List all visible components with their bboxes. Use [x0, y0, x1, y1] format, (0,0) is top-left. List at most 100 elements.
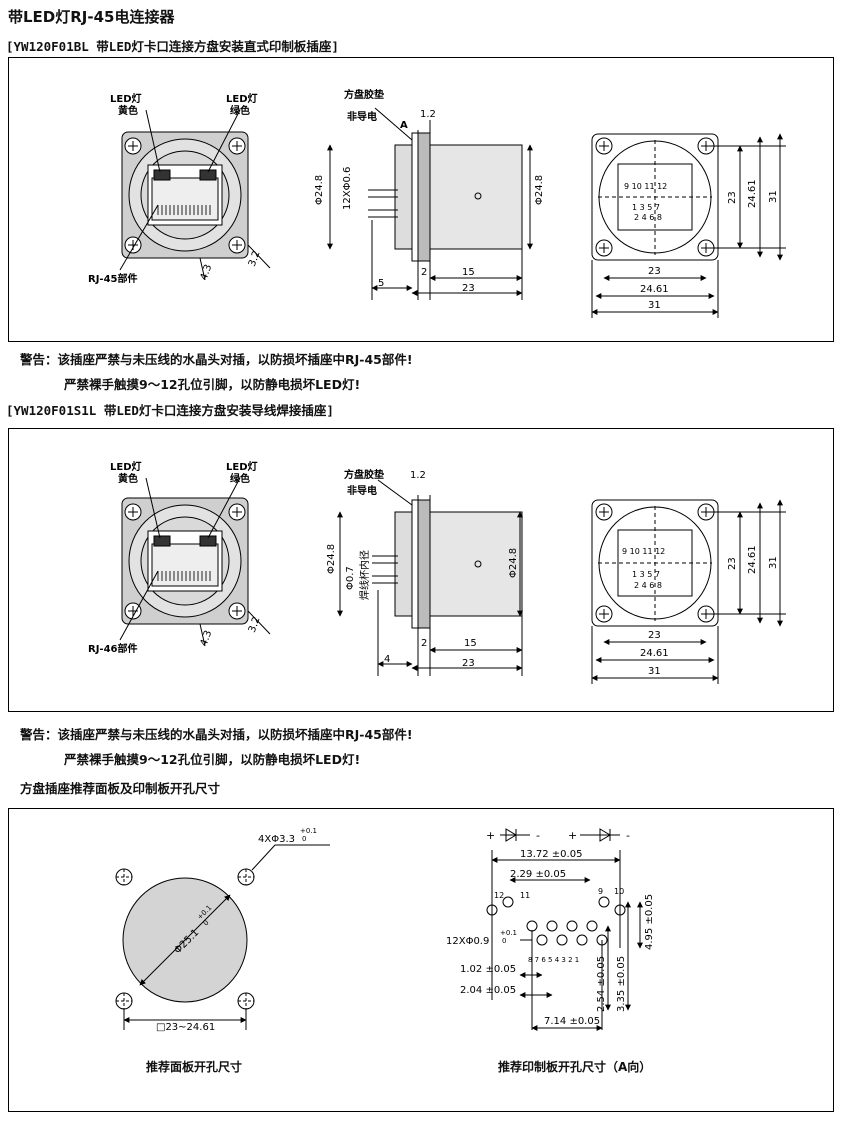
- s3-dim-229: 2.29 ±0.05: [510, 869, 566, 880]
- s1-warning-line2: 严禁裸手触摸9～12孔位引脚，以防静电损坏LED灯!: [64, 377, 361, 392]
- s3-pin-9: 9: [598, 887, 603, 896]
- s1-non-conductive-label: 非导电: [347, 110, 377, 123]
- pcb-caption: 推荐印制板开孔尺寸（A向）: [498, 1060, 652, 1074]
- s1-rj-label: RJ-45部件: [88, 272, 138, 285]
- front-view-1: [119, 109, 271, 281]
- s2-non-conductive-label: 非导电: [347, 484, 377, 497]
- s2-dim-4: 4: [384, 654, 390, 665]
- section3-heading: 方盘插座推荐面板及印制板开孔尺寸: [20, 781, 221, 796]
- s3-dim-335: 3.35 ±0.05: [616, 956, 627, 1012]
- section3-drawing-frame: [8, 808, 834, 1112]
- s1-pin-mid: 1 3 5 7: [632, 203, 660, 212]
- s2-pin-mid: 1 3 5 7: [632, 570, 660, 579]
- s2-dim-31-bottom: 31: [648, 666, 661, 677]
- front-view-2: [119, 477, 271, 647]
- panel-caption: 推荐面板开孔尺寸: [146, 1060, 243, 1074]
- s3-led2-minus: -: [626, 829, 630, 842]
- s2-led-left-color: 黄色: [118, 472, 138, 485]
- s1-pin-spec: 12XΦ0.6: [342, 167, 353, 210]
- s1-dim-31-right: 31: [768, 190, 779, 203]
- s1-warning-line1: 警告：该插座严禁与未压线的水晶头对插，以防损坏插座中RJ-45部件!: [20, 352, 413, 367]
- panel-cutout-view: [115, 844, 330, 1030]
- s3-dim-204: 2.04 ±0.05: [460, 985, 516, 996]
- section1-drawing-frame: [8, 57, 834, 342]
- s3-pin-tol: +0.1: [500, 929, 517, 937]
- s2-warning-line1: 警告：该插座严禁与未压线的水晶头对插，以防损坏插座中RJ-45部件!: [20, 727, 413, 742]
- s1-dim-d248-left: Φ24.8: [314, 175, 325, 205]
- s2-dim-2461-bottom: 24.61: [640, 648, 669, 659]
- s1-dim-2461-right: 24.61: [747, 179, 758, 208]
- s2-led-right-color: 绿色: [230, 472, 250, 485]
- s1-led-right-label: LED灯: [226, 92, 258, 105]
- section1-heading: [YW120F01BL 带LED灯卡口连接方盘安装直式印制板插座]: [6, 39, 339, 54]
- s3-dim-714: 7.14 ±0.05: [544, 1016, 600, 1027]
- rear-view-1: [591, 133, 786, 318]
- s1-view-a: A: [400, 120, 408, 131]
- s3-dim-1372: 13.72 ±0.05: [520, 849, 582, 860]
- s1-led-right-color: 绿色: [230, 104, 250, 117]
- s2-dim-d248-right: Φ24.8: [508, 548, 519, 578]
- s3-square-label: □23~24.61: [156, 1022, 215, 1033]
- s3-dia-tol2: 0: [202, 919, 211, 928]
- s2-dim-15: 15: [464, 638, 477, 649]
- s2-dim-12: 1.2: [410, 470, 426, 481]
- s1-led-left-label: LED灯: [110, 92, 142, 105]
- s2-pin-top: 9 10 11 12: [622, 547, 665, 556]
- rear-view-2: [591, 499, 786, 684]
- s1-dim-15: 15: [462, 267, 475, 278]
- s1-led-left-color: 黄色: [118, 104, 138, 117]
- s2-led-left-label: LED灯: [110, 460, 142, 473]
- side-view-1: [327, 107, 533, 300]
- s3-dim-495: 4.95 ±0.05: [644, 894, 655, 950]
- s1-dim-43: 4.3: [199, 263, 215, 282]
- s2-wire-note: 焊线杯内径: [358, 550, 371, 600]
- s1-dim-23: 23: [462, 283, 475, 294]
- s1-dim-2: 2: [421, 267, 427, 278]
- s3-led2-plus: +: [568, 829, 577, 842]
- section2-drawing-frame: [8, 428, 834, 712]
- s3-hole-tol2: 0: [302, 835, 306, 843]
- s3-pin-10: 10: [614, 887, 624, 896]
- s2-dim-d248-left: Φ24.8: [326, 544, 337, 574]
- s3-hole-tol: +0.1: [300, 827, 317, 835]
- s1-dim-5: 5: [378, 278, 384, 289]
- s1-pin-top: 9 10 11 12: [624, 182, 667, 191]
- s2-pin-spec: Φ0.7: [345, 566, 356, 590]
- s2-warning-line2: 严禁裸手触摸9～12孔位引脚，以防静电损坏LED灯!: [64, 752, 361, 767]
- s1-pin-bot: 2 4 6 8: [634, 213, 662, 222]
- s3-hole-spec: 4XΦ3.3: [258, 834, 295, 845]
- s1-dim-32: 3.2: [247, 249, 263, 268]
- s2-dim-2: 2: [421, 638, 427, 649]
- s1-dim-2461-bottom: 24.61: [640, 284, 669, 295]
- page-title: 带LED灯RJ-45电连接器: [8, 8, 175, 26]
- s2-led-right-label: LED灯: [226, 460, 258, 473]
- s1-dim-d248-right: Φ24.8: [534, 175, 545, 205]
- s2-dim-2461-right: 24.61: [747, 545, 758, 574]
- s2-dim-23-bottom: 23: [648, 630, 661, 641]
- s3-pin-spec: 12XΦ0.9: [446, 936, 489, 947]
- s3-dim-102: 1.02 ±0.05: [460, 964, 516, 975]
- s3-led1-minus: -: [536, 829, 540, 842]
- s2-dim-32: 3.2: [247, 615, 263, 634]
- side-view-2: [337, 479, 523, 676]
- s1-dim-23-bottom: 23: [648, 266, 661, 277]
- s3-led1-plus: +: [486, 829, 495, 842]
- s2-pin-bot: 2 4 6 8: [634, 581, 662, 590]
- s2-dim-31-right: 31: [768, 556, 779, 569]
- s2-gasket-label: 方盘胶垫: [344, 468, 384, 481]
- s3-pin-tol2: 0: [502, 937, 506, 945]
- section2-heading: [YW120F01S1L 带LED灯卡口连接方盘安装导线焊接插座]: [6, 403, 334, 418]
- s2-dim-23-right: 23: [727, 557, 738, 570]
- pcb-cutout-view: [486, 828, 643, 1031]
- s2-dim-23: 23: [462, 658, 475, 669]
- s1-dim-12: 1.2: [420, 109, 436, 120]
- s3-dim-254: 2.54 ±0.05: [596, 956, 607, 1012]
- s1-dim-23-right: 23: [727, 191, 738, 204]
- s3-pin-12: 12: [494, 891, 504, 900]
- s2-rj-label: RJ-46部件: [88, 642, 138, 655]
- s1-dim-31-bottom: 31: [648, 300, 661, 311]
- s1-gasket-label: 方盘胶垫: [344, 88, 384, 101]
- s3-pin-row: 8 7 6 5 4 3 2 1: [528, 956, 579, 964]
- s2-dim-43: 4.3: [199, 629, 215, 648]
